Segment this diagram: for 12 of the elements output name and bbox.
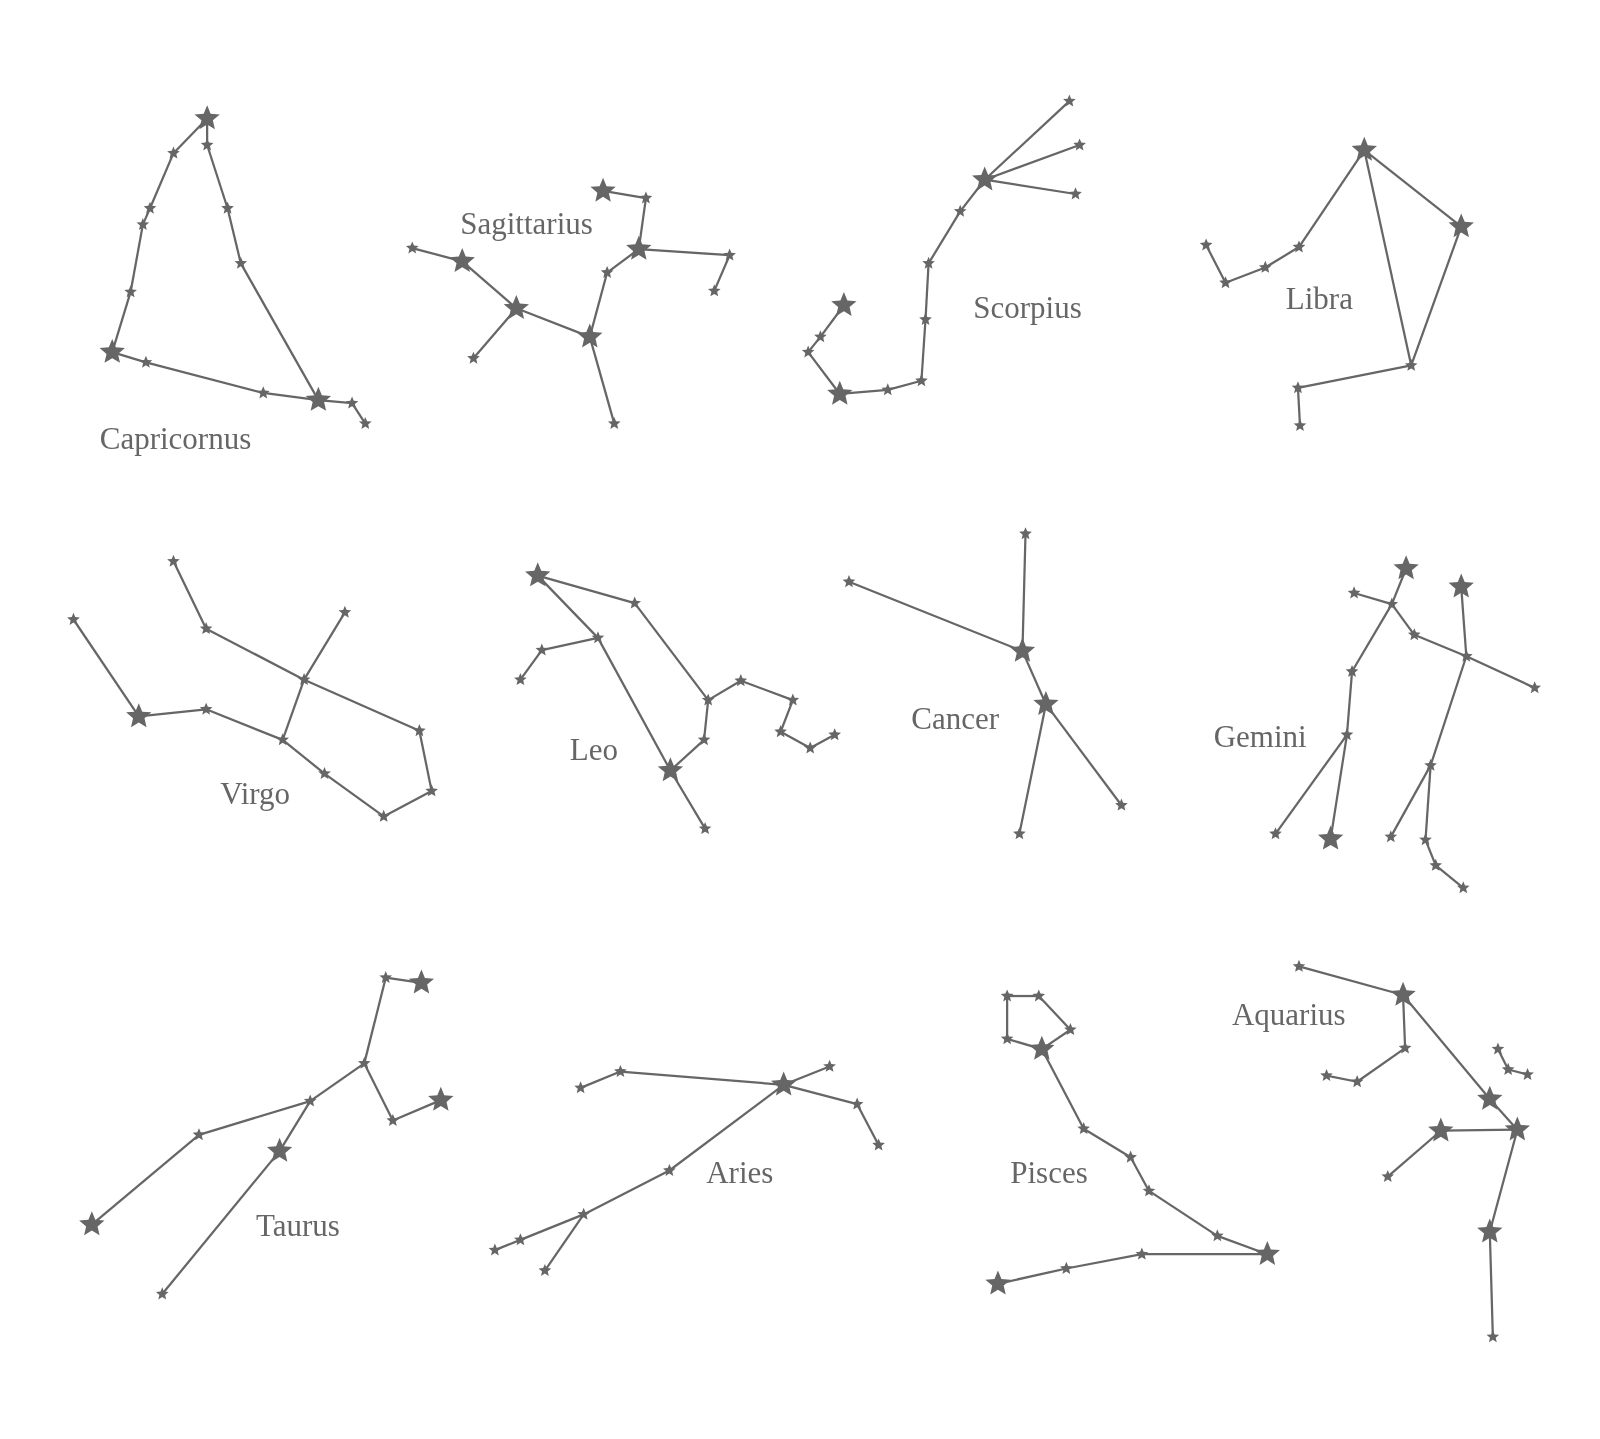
constellation-name: Aquarius [1231, 997, 1346, 1034]
constellation-name: Taurus [256, 1207, 340, 1244]
constellation-name: Scorpius [973, 290, 1082, 327]
constellation-name: Gemini [1213, 718, 1307, 755]
constellation-name: Leo [569, 732, 618, 768]
constellation-name: Cancer [911, 701, 999, 738]
constellation-name: Sagittarius [460, 206, 593, 243]
constellation-name: Virgo [220, 775, 291, 812]
constellation-name: Pisces [1010, 1155, 1088, 1192]
constellation-name: Libra [1285, 280, 1353, 317]
constellation-name: Capricornus [99, 420, 252, 457]
constellation-name: Aries [706, 1155, 774, 1192]
